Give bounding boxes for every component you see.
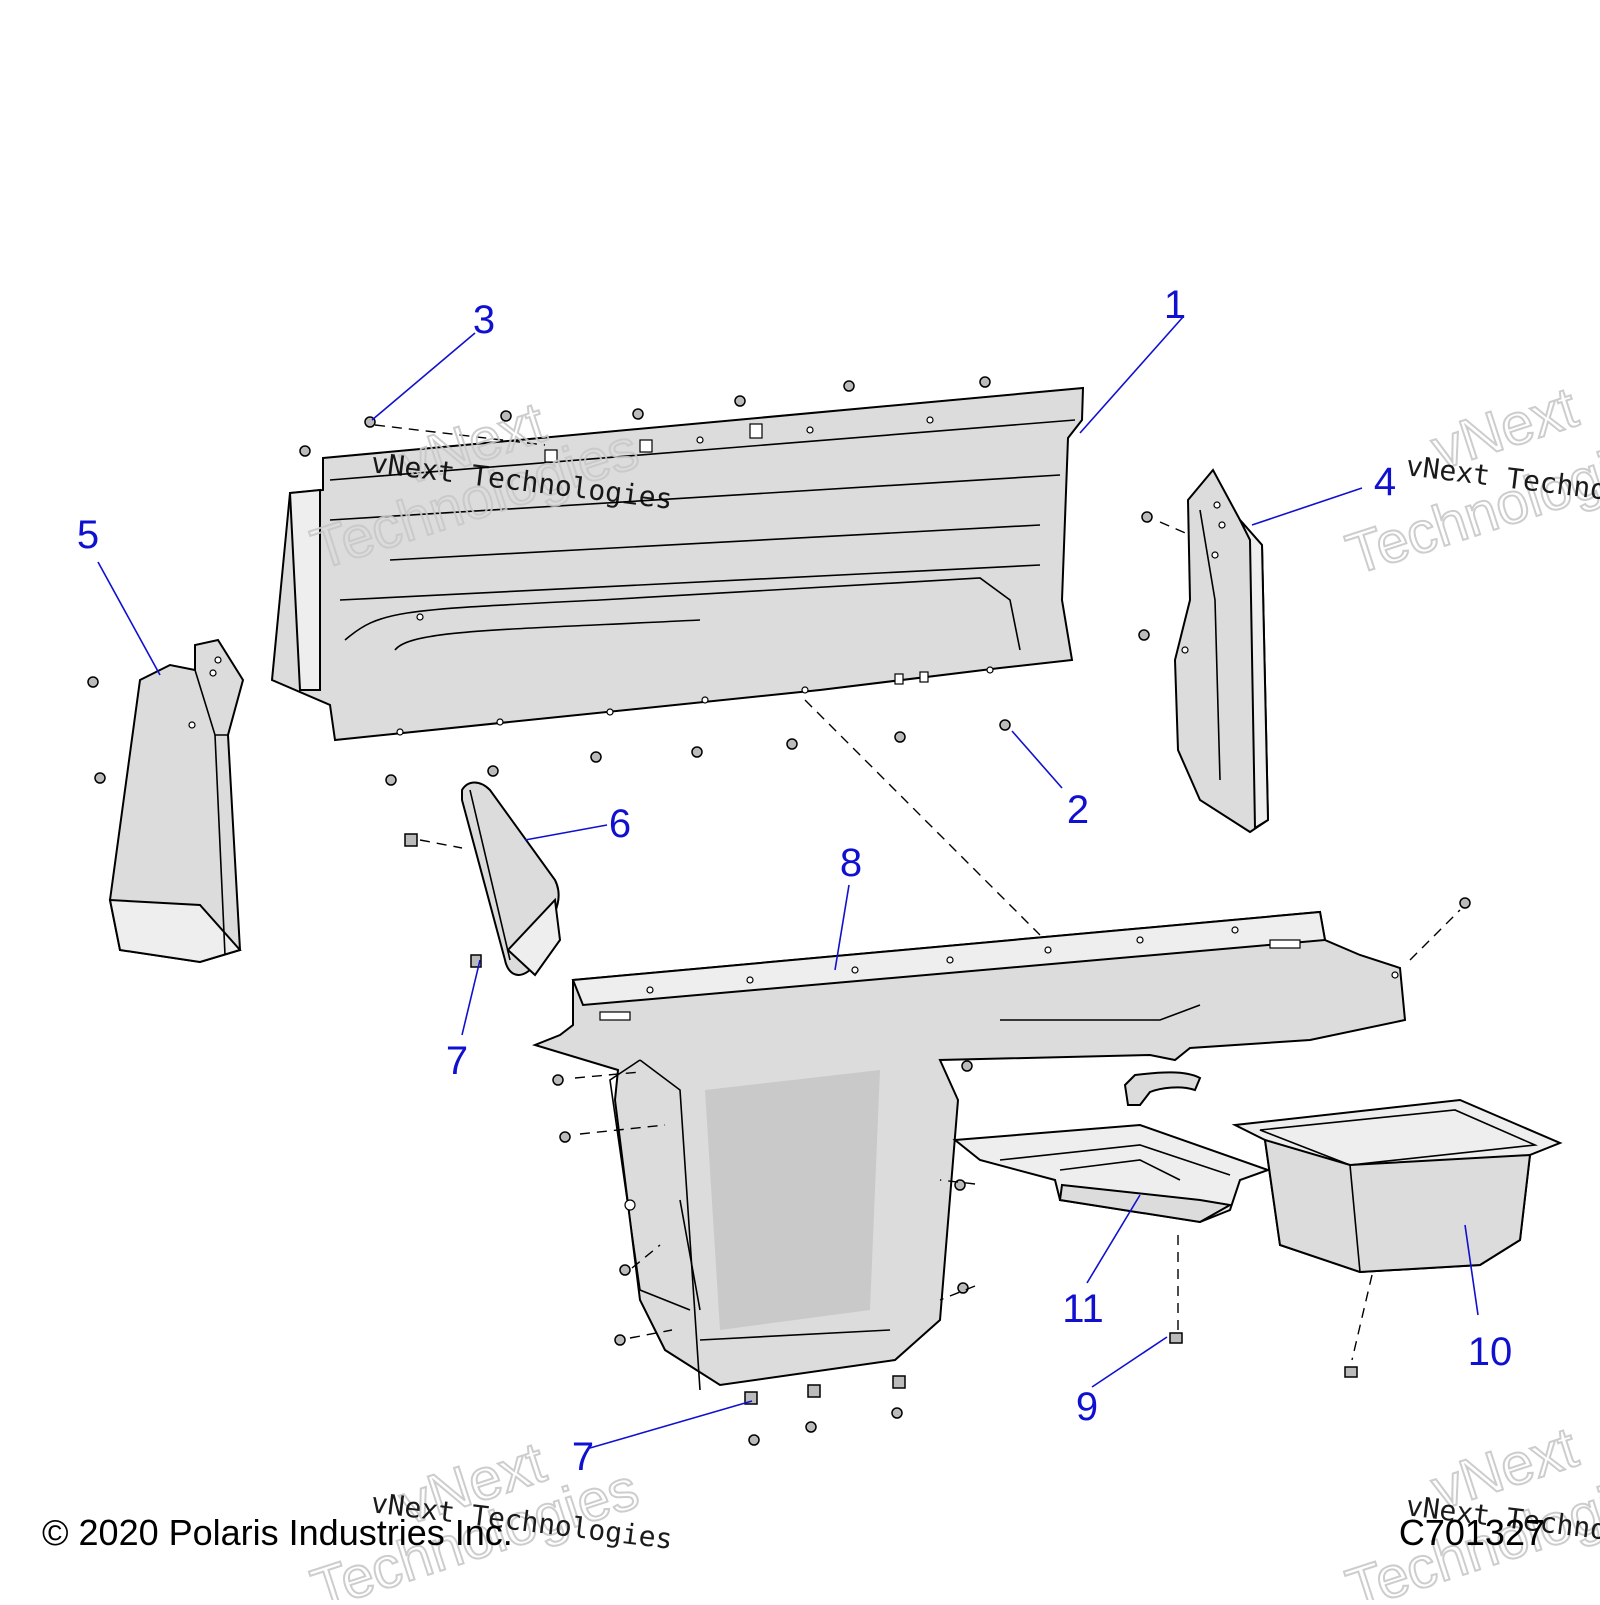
part-handle xyxy=(1123,1071,1202,1106)
callout-6: 6 xyxy=(609,802,631,846)
callout-3: 3 xyxy=(473,298,495,342)
part-small-tray xyxy=(952,1123,1271,1224)
callout-7-lower: 7 xyxy=(572,1435,594,1479)
callout-11: 11 xyxy=(1062,1287,1104,1331)
callout-1: 1 xyxy=(1164,283,1186,327)
callout-2: 2 xyxy=(1067,788,1089,832)
copyright-text: © 2020 Polaris Industries Inc. xyxy=(42,1512,513,1553)
assembly-lines xyxy=(374,424,1461,1361)
callout-7-upper: 7 xyxy=(446,1039,468,1083)
part-storage-bin xyxy=(1231,1098,1563,1274)
callout-10: 10 xyxy=(1468,1330,1513,1374)
leader-lines xyxy=(97,316,1479,1449)
callout-5: 5 xyxy=(77,513,99,557)
part-left-side-panel xyxy=(108,638,245,964)
fasteners xyxy=(87,376,1471,1446)
callout-labels: 1 2 3 4 5 6 7 7 8 9 10 11 xyxy=(77,283,1512,1479)
callout-4: 4 xyxy=(1374,460,1396,504)
part-rear-wall-panel xyxy=(270,386,1085,742)
drawing-number: C701327 xyxy=(1399,1512,1545,1553)
callout-9: 9 xyxy=(1076,1385,1098,1429)
part-pad xyxy=(461,781,562,977)
callout-8: 8 xyxy=(840,841,862,885)
part-cargo-tub xyxy=(531,910,1407,1391)
part-right-side-panel xyxy=(1173,468,1270,834)
